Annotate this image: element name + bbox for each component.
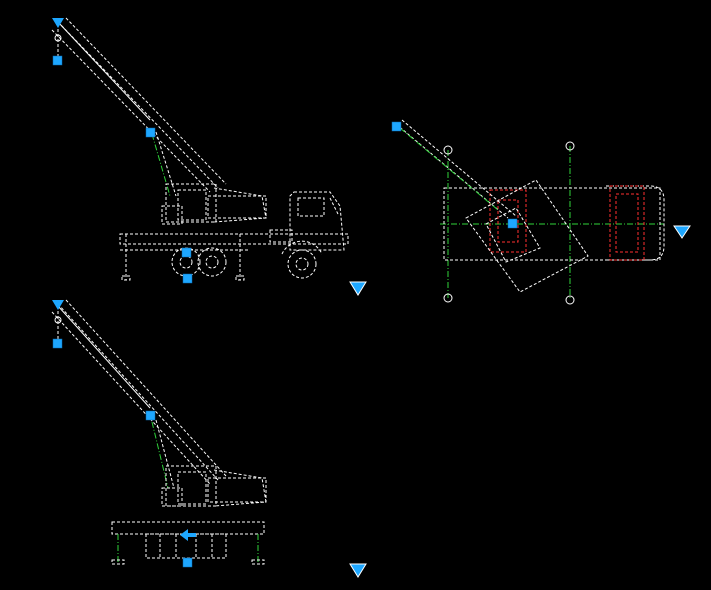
lookup-triangle-icon[interactable] [349,563,367,578]
grip-set-2[interactable] [391,121,518,229]
base-grip-icon[interactable] [182,273,193,284]
boom-tip-grip-icon[interactable] [52,300,64,310]
side-view-truck-crane[interactable] [51,17,367,296]
pivot-grip-icon[interactable] [181,247,192,258]
hook-grip-icon[interactable] [52,338,63,349]
turret-body [161,465,267,507]
truck-wheels [171,240,323,279]
centerlines [440,141,664,305]
side-view-outriggers-deployed[interactable] [51,299,367,578]
outrigger-base [111,521,265,565]
boom-plan [395,119,517,219]
grip-set-3[interactable] [52,300,196,568]
lookup-triangle-icon[interactable] [349,281,367,296]
lookup-triangle-icon[interactable] [673,225,691,239]
boom-plan-grip-icon[interactable] [391,121,402,132]
luffing-cylinder [151,419,175,489]
hook-grip-icon[interactable] [52,55,63,66]
top-view-truck-crane[interactable] [391,119,691,305]
cab-hidden-lines [489,185,645,261]
truck-chassis [119,233,349,281]
hook-line [54,306,62,342]
vehicle-outline-top [443,185,665,261]
hook-line [54,24,62,60]
flip-arrow-icon[interactable] [180,529,196,541]
turret-body [161,183,267,225]
boom-mid-grip-icon[interactable] [145,410,156,421]
luffing-cylinder [151,131,177,197]
crane-boom [51,299,227,485]
base-grip-icon[interactable] [182,557,193,568]
crane-boom [51,17,227,193]
center-grip-icon[interactable] [507,218,518,229]
boom-mid-grip-icon[interactable] [145,127,156,138]
rotated-turret-top [465,179,589,293]
boom-tip-grip-icon[interactable] [52,18,64,28]
grip-set-1[interactable] [52,18,193,284]
truck-cab [269,191,345,251]
